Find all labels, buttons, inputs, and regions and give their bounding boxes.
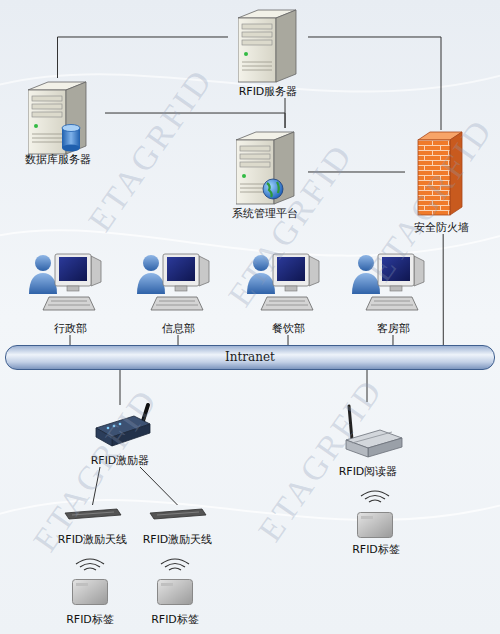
node-label: 系统管理平台 [232,207,298,220]
rfid-server-icon [238,10,296,82]
node-label: RFID激励天线 [58,533,128,546]
device-node: RFID阅读器 [328,402,408,478]
radio-waves [76,559,104,570]
management-platform-icon [236,132,294,204]
rfid-reader-icon [346,440,368,457]
department-computer-icon [137,254,209,310]
server-node: 系统管理平台 [222,128,308,220]
rfid-tag-icon [158,580,193,605]
antenna-node: RFID激励天线 [135,505,220,546]
network-band: Intranet [5,345,495,370]
rfid-tag-icon [358,513,393,538]
database-server-icon [62,125,80,132]
tag-node: RFID标签 [54,575,126,626]
node-label: 数据库服务器 [25,153,91,166]
rfid-exciter-icon [113,425,116,428]
exciter-antenna-icon [65,509,206,519]
network-link [288,335,289,345]
node-label: Intranet [225,351,275,364]
firewall-icon [418,140,450,215]
node-label: RFID阅读器 [339,465,398,478]
management-platform-icon [236,132,294,204]
node-label: 信息部 [162,322,195,335]
rfid-exciter-icon [96,428,112,446]
node-label: 餐饮部 [272,322,305,335]
rfid-exciter-icon [119,423,122,426]
firewall-icon [450,132,462,215]
department-computer-icon [29,254,101,310]
radio-waves [76,491,389,570]
network-link [392,335,393,345]
department-node: 客房部 [352,250,434,335]
node-label: RFID标签 [151,613,199,626]
department-computer-icon [29,254,424,310]
radio-waves [361,491,389,502]
node-label: RFID激励器 [91,454,150,467]
network-link [308,37,441,130]
server-node: 数据库服务器 [10,78,105,166]
network-link [105,113,285,128]
rfid-reader-icon [346,406,402,457]
rfid-server-icon [238,10,296,82]
department-computer-icon [247,254,319,310]
rfid-reader-icon [352,432,392,443]
network-link [93,467,101,505]
network-link [140,467,178,505]
department-node: 信息部 [137,250,219,335]
device-node: RFID激励器 [70,405,170,467]
rfid-reader-icon [349,406,352,440]
rfid-exciter-icon [96,405,150,446]
network-link [367,370,368,402]
network-link [120,370,121,405]
tag-node: RFID标签 [139,575,211,626]
node-label: 客房部 [377,322,410,335]
node-label: 行政部 [54,322,87,335]
exciter-antenna-icon [150,509,206,519]
network-link [178,335,179,345]
rfid-exciter-icon [112,424,150,446]
node-label: RFID标签 [66,613,114,626]
antenna-node: RFID激励天线 [50,505,135,546]
rfid-reader-icon [368,438,402,457]
watermark: ETAGRFID [80,62,220,239]
database-server-icon [28,82,86,154]
rfid-tag-icon [73,513,393,605]
department-node: 行政部 [29,250,111,335]
network-link [58,37,229,78]
rfid-tag-icon [73,580,108,605]
database-server-icon [28,82,86,154]
firewall-icon [418,132,462,215]
node-label: RFID标签 [352,543,400,556]
server-node: RFID服务器 [228,4,308,98]
watermark: ETAGRFID [25,382,165,559]
background-swirl [0,500,500,520]
tag-node: RFID标签 [340,510,412,556]
management-platform-icon [267,182,279,197]
node-label: RFID服务器 [239,85,298,98]
database-server-icon [62,145,80,152]
management-platform-icon [263,179,283,199]
radio-waves [161,559,189,570]
rfid-exciter-icon [107,427,110,430]
network-link [308,171,405,172]
network-link [443,234,444,345]
node-label: RFID激励天线 [143,533,213,546]
department-node: 餐饮部 [247,250,329,335]
node-label: 安全防火墙 [414,221,469,234]
firewall-node: 安全防火墙 [405,130,477,234]
exciter-antenna-icon [65,509,121,519]
network-link [285,98,286,128]
department-computer-icon [352,254,424,310]
network-link [70,335,71,345]
